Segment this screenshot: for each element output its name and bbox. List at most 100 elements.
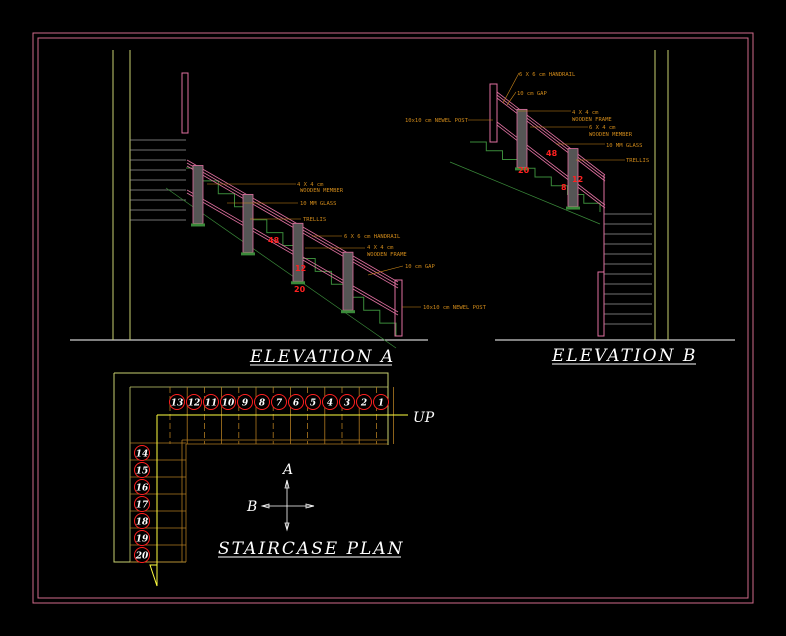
- annotation: 10 cm GAP: [405, 264, 435, 270]
- step-marker: [339, 394, 355, 410]
- dimension: 48: [268, 236, 280, 245]
- dimension: 8: [561, 183, 567, 192]
- step-marker: [203, 394, 219, 410]
- trellis-panel: [192, 165, 204, 224]
- step-marker: [134, 513, 150, 529]
- elevation-b-title: ELEVATION B: [551, 346, 697, 366]
- annotation: TRELLIS: [626, 158, 649, 164]
- handrail-line: [496, 94, 606, 179]
- walk-line: [156, 414, 408, 565]
- outer-border: [32, 32, 754, 604]
- step-marker: [322, 394, 338, 410]
- step-marker: [271, 394, 287, 410]
- step-number: 15: [136, 467, 149, 477]
- annotation: 10x10 cm NEWEL POST: [405, 118, 469, 124]
- dimension: 12: [295, 264, 306, 273]
- step-marker: [186, 394, 202, 410]
- step-marker: [169, 394, 185, 410]
- panel-base: [241, 252, 255, 256]
- panel-base: [191, 223, 205, 227]
- newel-post: [489, 83, 498, 143]
- handrail-line: [186, 159, 399, 283]
- annotation: 4 X 4 cm: [572, 110, 599, 116]
- step-number: 10: [222, 399, 235, 409]
- step-marker: [220, 394, 236, 410]
- step-number: 20: [135, 552, 149, 562]
- top-newel-post: [181, 72, 189, 134]
- step-marker: [356, 394, 372, 410]
- step-number: 1: [378, 399, 384, 409]
- step-number: 9: [242, 399, 249, 409]
- step-marker: [134, 479, 150, 495]
- step-number: 4: [327, 399, 333, 409]
- step-number: 8: [259, 399, 266, 409]
- step-marker: [373, 394, 389, 410]
- elevation-a: 4 X 4 cm WOODEN MEMBER 10 MM GLASS TRELL…: [70, 50, 487, 367]
- annotation: 10 cm GAP: [517, 91, 547, 97]
- step-number: 12: [188, 399, 201, 409]
- stair-soffit: [165, 187, 397, 349]
- annotation: 10 MM GLASS: [606, 143, 642, 149]
- dimension: 12: [572, 175, 583, 184]
- trellis-panel: [342, 251, 354, 311]
- annotation: 6 X 6 cm HANDRAIL: [519, 72, 576, 78]
- annotation: 10 MM GLASS: [300, 201, 336, 207]
- annotation: WOODEN FRAME: [367, 252, 407, 258]
- step-marker: [134, 462, 150, 478]
- step-marker: [134, 547, 150, 563]
- dimension: 48: [546, 149, 558, 158]
- lower-post: [597, 271, 605, 337]
- handrail-line: [186, 189, 399, 313]
- step-number: 16: [136, 484, 149, 494]
- dimension: 20: [518, 166, 530, 175]
- handrail-line: [496, 121, 606, 206]
- step-number: 14: [136, 450, 149, 460]
- step-marker: [134, 496, 150, 512]
- elevation-b: 6 X 6 cm HANDRAIL 10 cm GAP 10x10 cm NEW…: [405, 50, 735, 366]
- compass-label-b: B: [246, 499, 257, 515]
- step-marker: [288, 394, 304, 410]
- elevation-a-title: ELEVATION A: [249, 347, 395, 367]
- annotation: TRELLIS: [303, 217, 326, 223]
- step-marker: [305, 394, 321, 410]
- stair-profile: [470, 141, 601, 212]
- annotation: 4 X 4 cm: [297, 182, 324, 188]
- compass-icon: [260, 479, 315, 532]
- annotation: WOODEN FRAME: [572, 117, 612, 123]
- panel-base: [341, 310, 355, 314]
- step-marker: [134, 530, 150, 546]
- stair-profile: [186, 167, 397, 336]
- annotation: WOODEN MEMBER: [300, 188, 344, 194]
- step-number: 7: [276, 399, 283, 409]
- panel-base: [291, 281, 305, 285]
- step-number: 13: [171, 399, 184, 409]
- handrail-line: [186, 192, 399, 316]
- handrail-line: [186, 162, 399, 286]
- trellis-panel: [516, 108, 528, 168]
- annotation: 6 X 6 cm HANDRAIL: [344, 234, 401, 240]
- annotation: 4 X 4 cm: [367, 245, 394, 251]
- step-marker: [134, 445, 150, 461]
- step-number: 17: [136, 501, 149, 511]
- annotation: 6 X 4 cm: [589, 125, 616, 131]
- newel-post: [394, 279, 403, 337]
- up-label: UP: [413, 410, 435, 426]
- stair-soffit: [449, 161, 601, 225]
- panel-base: [515, 167, 529, 171]
- step-number: 11: [205, 399, 218, 409]
- step-number: 3: [344, 399, 350, 409]
- dimension: 20: [294, 285, 306, 294]
- handrail-line: [496, 124, 606, 209]
- step-number: 18: [136, 518, 149, 528]
- panel-base: [566, 206, 580, 210]
- compass-label-a: A: [281, 462, 293, 478]
- handrail-line: [496, 91, 606, 176]
- step-marker: [237, 394, 253, 410]
- annotation: 10x10 cm NEWEL POST: [423, 305, 487, 311]
- plan-title: STAIRCASE PLAN: [218, 539, 404, 559]
- step-number: 19: [136, 535, 149, 545]
- annotation: WOODEN MEMBER: [589, 132, 633, 138]
- step-number: 5: [310, 399, 316, 409]
